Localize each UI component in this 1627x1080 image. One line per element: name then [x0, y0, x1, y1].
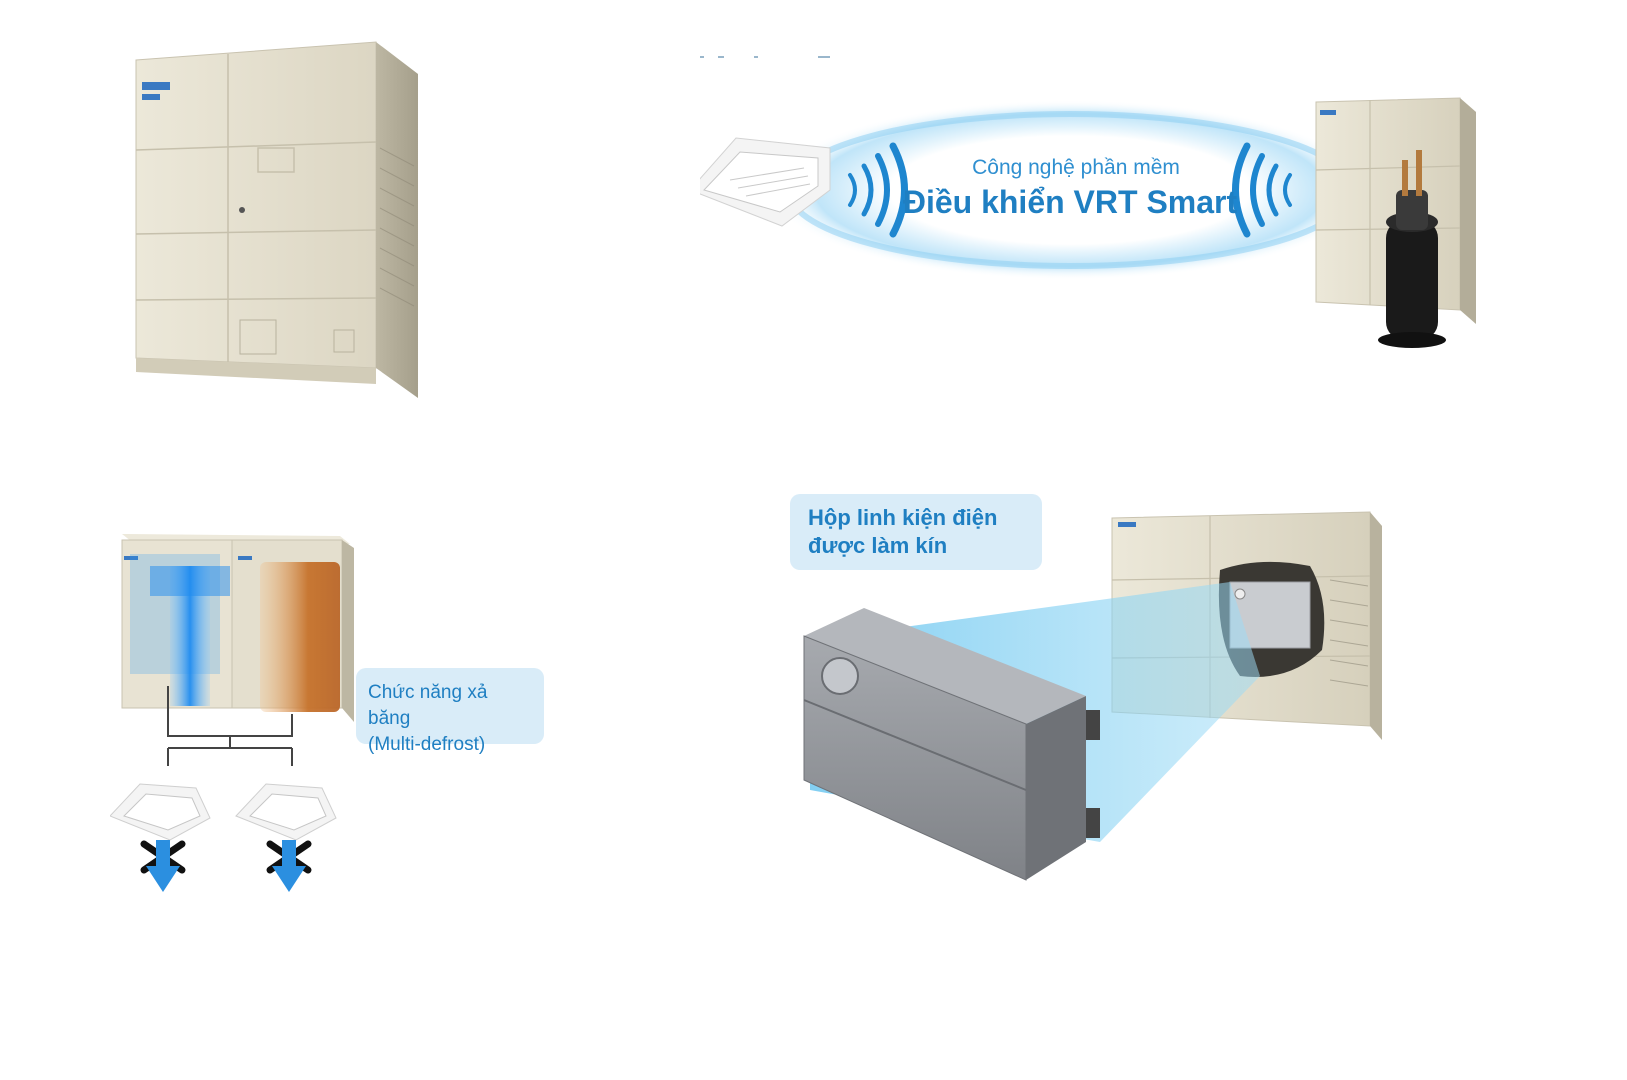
vrt-smart-subtitle: Công nghệ phần mềm	[972, 156, 1180, 179]
sealed-box-line1: Hộp linh kiện điện	[808, 505, 998, 530]
vrt-smart-panel: Công nghệ phần mềm Điều khiển VRT Smart	[700, 40, 1500, 360]
multi-defrost-line1: Chức năng xả băng	[368, 682, 488, 729]
sealed-box-panel: Hộp linh kiện điện được làm kín	[790, 490, 1430, 910]
sealed-box-line2: được làm kín	[808, 533, 948, 558]
multi-defrost-line2: (Multi-defrost)	[368, 734, 486, 755]
multi-defrost-callout: Chức năng xả băng (Multi-defrost)	[356, 668, 544, 755]
multi-defrost-panel: Chức năng xả băng (Multi-defrost)	[110, 526, 570, 946]
compressor-icon	[1378, 150, 1446, 348]
electrical-box-icon	[803, 608, 1100, 881]
sealed-box-callout: Hộp linh kiện điện được làm kín	[790, 494, 1042, 570]
outdoor-unit-image	[128, 38, 440, 408]
cassette-unit-icon	[700, 137, 831, 227]
cassette-unit-right-icon	[235, 783, 337, 841]
vrt-smart-title: Điều khiển VRT Smart	[902, 184, 1238, 220]
cassette-unit-left-icon	[110, 783, 211, 841]
